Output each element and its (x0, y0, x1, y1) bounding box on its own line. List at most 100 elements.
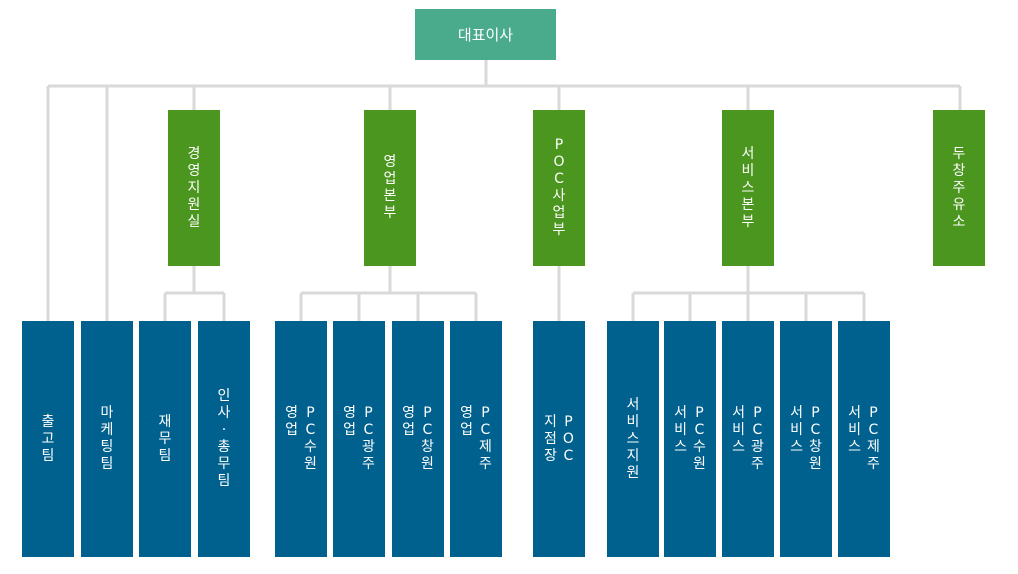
label-char: C (363, 422, 374, 438)
label-char: P (481, 405, 490, 421)
label-char: 팀 (158, 447, 172, 464)
label-char: 유 (952, 196, 966, 213)
label-char: 제 (867, 439, 880, 455)
label-char: C (810, 422, 821, 438)
ceo-label: 대표이사 (457, 26, 514, 44)
label-char: 경 (187, 145, 201, 162)
label-char: 스 (790, 439, 803, 455)
label-char: P (753, 405, 762, 421)
label-char: 비 (741, 162, 755, 179)
label-char: 영 (383, 154, 397, 170)
label-char: C (305, 422, 316, 438)
connector-service-bus (631, 266, 866, 321)
label-char: 고 (41, 430, 55, 447)
label-char: P (695, 405, 704, 421)
label-char: C (422, 422, 433, 438)
label-char: 원 (304, 456, 317, 472)
label-char: 영 (402, 405, 415, 421)
label-char: 사 (217, 405, 231, 421)
label-char: 서 (626, 396, 640, 413)
label-char: 스 (626, 430, 640, 447)
label-char: C (563, 447, 574, 464)
label-char: 비 (674, 422, 687, 438)
label-char: P (564, 413, 573, 430)
label-char: C (554, 171, 564, 187)
label-char: 광 (362, 439, 375, 455)
label-char: O (562, 430, 574, 447)
label-char: 업 (343, 422, 356, 438)
label-char: 부 (383, 205, 397, 221)
label-char: 서 (848, 405, 861, 421)
label-char: C (480, 422, 491, 438)
label-char: 업 (402, 422, 415, 438)
label-char: 재 (158, 413, 172, 430)
label-char: 업 (383, 171, 397, 187)
label-char: 실 (187, 213, 201, 230)
label-char: 비 (790, 422, 803, 438)
label-char: P (869, 405, 878, 421)
label-char: 서 (732, 405, 745, 421)
connector-mgmt-bus (163, 266, 226, 321)
label-char: 영 (187, 162, 201, 179)
connector-sales-bus (299, 266, 478, 321)
label-char: 출 (41, 413, 55, 430)
label-char: 창 (952, 162, 966, 179)
label-char: 원 (187, 196, 201, 213)
label-char: 창 (809, 439, 822, 455)
label-char: P (306, 405, 315, 421)
label-char: 수 (304, 439, 317, 455)
label-char: 부 (552, 222, 566, 238)
label-char: 장 (544, 447, 557, 464)
label-char: 마 (100, 405, 114, 421)
label-char: 원 (626, 464, 640, 481)
label-char: 서 (790, 405, 803, 421)
label-char: 본 (741, 196, 755, 213)
label-char: 무 (158, 430, 172, 447)
label-char: 스 (674, 439, 687, 455)
label-char: 팅 (100, 439, 114, 455)
label-char: 스 (741, 179, 755, 196)
label-char: 비 (732, 422, 745, 438)
label-char: 소 (952, 213, 966, 230)
label-char: 팀 (100, 456, 114, 472)
